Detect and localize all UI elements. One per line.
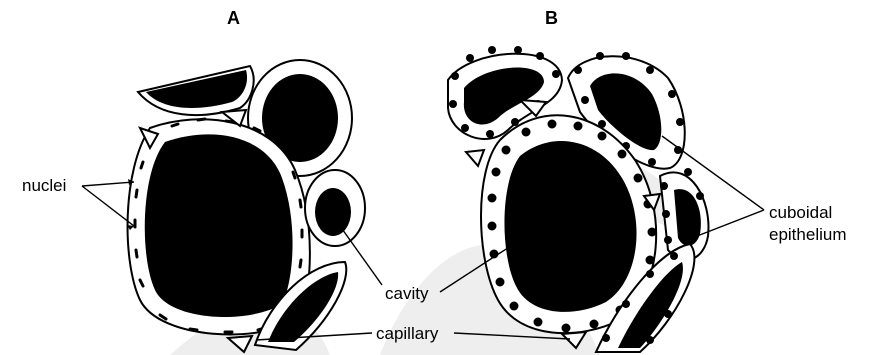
label-epithelium: epithelium bbox=[769, 225, 847, 244]
label-nuclei: nuclei bbox=[22, 176, 66, 195]
tubule-a-top-left bbox=[138, 66, 254, 115]
panel-label-b: B bbox=[545, 8, 558, 28]
leader-nuclei bbox=[82, 179, 134, 230]
label-capillary: capillary bbox=[376, 324, 439, 343]
label-cuboidal: cuboidal bbox=[769, 203, 832, 222]
label-cavity: cavity bbox=[385, 284, 429, 303]
panel-a-tubules bbox=[128, 60, 365, 352]
tubule-a-small bbox=[305, 170, 365, 246]
capillary-b-left bbox=[466, 150, 484, 166]
panel-label-a: A bbox=[227, 8, 240, 28]
